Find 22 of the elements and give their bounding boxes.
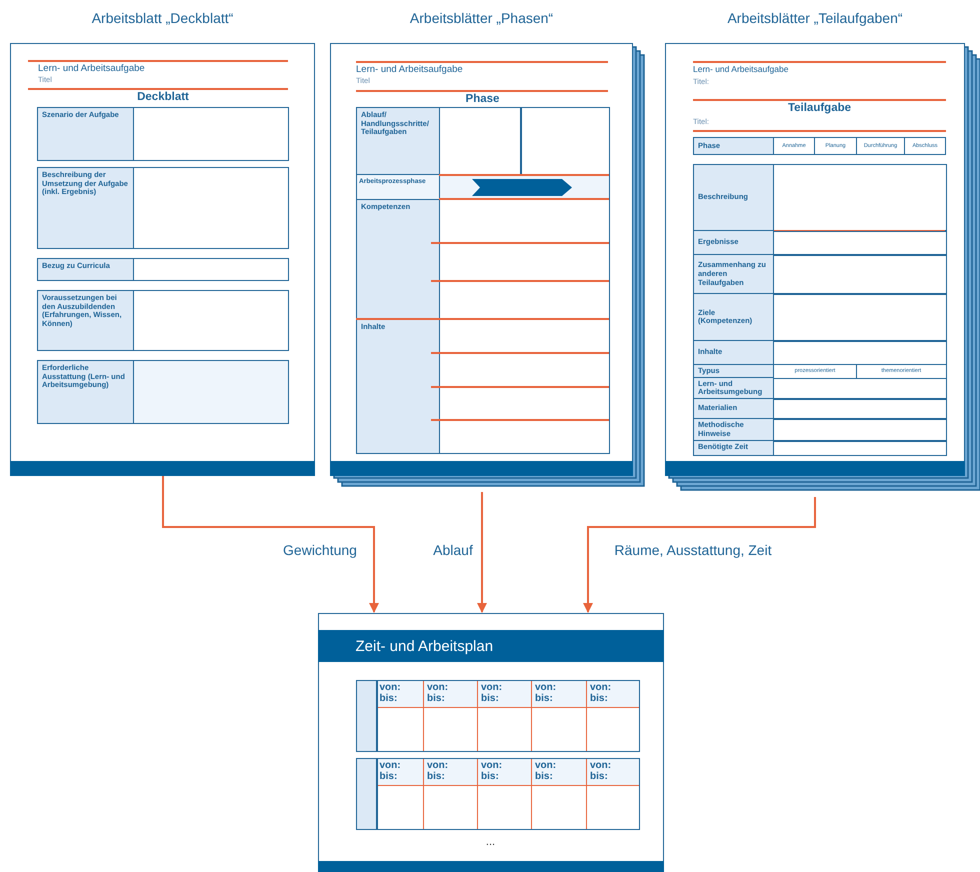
time-range-header: von: bis: <box>478 680 532 708</box>
sheet-title: Teilaufgabe <box>786 102 852 116</box>
time-range-header: von: bis: <box>587 680 639 708</box>
time-range-header: von: bis: <box>532 680 587 708</box>
time-range-header: von: bis: <box>376 680 424 708</box>
sheet-heading: Arbeitsblätter „Phasen“ <box>408 10 554 28</box>
time-range-header: von: bis: <box>424 680 478 708</box>
sheet-title: Deckblatt <box>136 91 190 105</box>
form-title: Lern- und Arbeitsaufgabe <box>38 63 146 75</box>
edge-label: Ablauf <box>430 542 476 558</box>
continuation-dots: ... <box>484 836 496 850</box>
title-bar: Zeit- und Arbeitsplan <box>318 630 664 662</box>
sheet-heading: Arbeitsblatt „Deckblatt“ <box>90 10 234 28</box>
form-title: Lern- und Arbeitsaufgabe <box>693 64 790 76</box>
time-range-header: von: bis: <box>424 758 478 786</box>
sheet-title: Phase <box>464 93 500 107</box>
time-range-header: von: bis: <box>478 758 532 786</box>
sheet-heading: Arbeitsblätter „Teilaufgaben“ <box>726 10 904 28</box>
time-range-header: von: bis: <box>587 758 639 786</box>
form-title: Lern- und Arbeitsaufgabe <box>356 64 464 76</box>
time-range-header: von: bis: <box>376 758 424 786</box>
time-range-header: von: bis: <box>532 758 587 786</box>
